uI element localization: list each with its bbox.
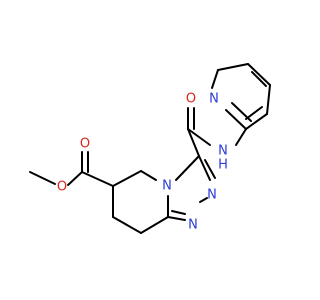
- bond-amide-c-n: [187, 128, 211, 146]
- bond-c7-c8: [112, 216, 142, 234]
- bond-n2-n1: [199, 197, 208, 203]
- bond-n4-c3: [175, 155, 200, 181]
- atom-n-triazole-b: N: [188, 218, 198, 233]
- atom-o-ester-carbonyl: O: [80, 137, 90, 152]
- molecule-drawing: O O N N N O N H N: [29, 63, 271, 234]
- atom-nh-amide: N: [218, 144, 228, 159]
- bond-c3-n2: [198, 155, 211, 181]
- atom-o-methoxy: O: [57, 180, 67, 195]
- bond-c3-amide-c: [187, 128, 200, 157]
- bond-py-c5-c4-double: [251, 71, 267, 87]
- bond-py-c2-n1: [225, 109, 247, 130]
- bond-py-c6-c5: [217, 63, 249, 71]
- atom-h-amide: H: [218, 158, 228, 173]
- bond-py-c3-c2: [245, 113, 268, 130]
- structure-canvas: O O N N N O N H N: [29, 63, 271, 234]
- atom-n-pyridine: N: [209, 92, 219, 107]
- atom-o-amide: O: [186, 92, 196, 107]
- bond-c6-c5: [112, 170, 142, 187]
- bond-py-n1-c6: [211, 69, 219, 89]
- bond-c8-c8a: [140, 216, 169, 234]
- bond-py-c5-c4: [247, 63, 271, 86]
- bond-carbonyl-c6: [81, 171, 114, 187]
- bond-methyl-o: [29, 171, 56, 185]
- bond-nh-pyridyl: [235, 128, 247, 146]
- atom-n-triazole-a: N: [207, 188, 217, 203]
- bond-c8a-n1-double: [171, 210, 186, 215]
- bond-py-c4-c3: [266, 84, 271, 115]
- bond-c5-n4: [140, 170, 157, 181]
- bond-py-c3-c2-double: [245, 106, 263, 120]
- bond-c8a-n1: [167, 216, 186, 221]
- atom-n-ring-fused: N: [162, 179, 172, 194]
- bond-o-carbonyl: [67, 171, 83, 186]
- bond-c3-n2-double: [204, 159, 216, 179]
